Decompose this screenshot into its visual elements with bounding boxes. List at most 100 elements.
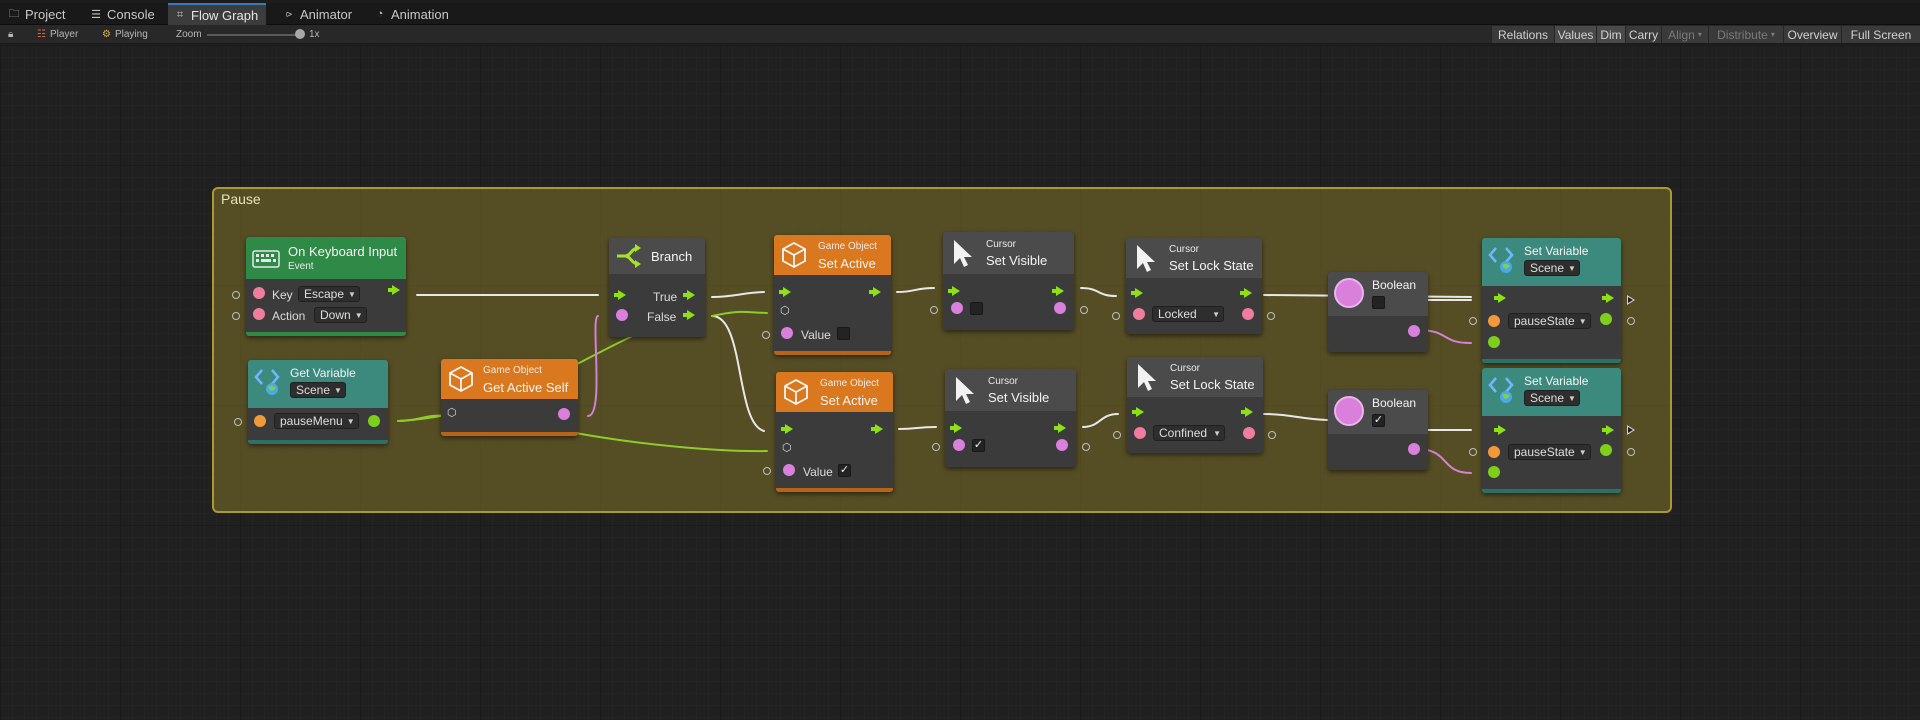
node-get-variable[interactable]: Get Variable Scene▼ pauseMenu▼	[248, 360, 388, 444]
default-value-port[interactable]	[1080, 306, 1088, 314]
visible-checkbox[interactable]: ✓	[972, 439, 985, 452]
visible-port[interactable]	[953, 439, 965, 451]
name-port[interactable]	[254, 415, 266, 427]
control-output-port[interactable]	[869, 287, 881, 297]
default-value-port[interactable]	[930, 306, 938, 314]
name-dropdown[interactable]: pauseState▼	[1508, 444, 1591, 460]
action-dropdown[interactable]: Down▼	[314, 307, 367, 323]
control-input-port[interactable]	[781, 424, 793, 434]
default-value-port[interactable]	[763, 467, 771, 475]
align-dropdown[interactable]: Align▾	[1661, 26, 1708, 43]
key-dropdown[interactable]: Escape▼	[298, 286, 360, 302]
default-value-port[interactable]	[232, 291, 240, 299]
node-cursor-set-visible-false[interactable]: Cursor Set Visible	[943, 232, 1074, 330]
full-screen-button[interactable]: Full Screen	[1841, 26, 1920, 43]
control-pass-through-port[interactable]	[1627, 295, 1635, 305]
node-set-variable-1[interactable]: Set Variable Scene▼ pauseState▼	[1482, 238, 1621, 363]
boolean-output-port[interactable]	[1408, 443, 1420, 455]
node-boolean-false[interactable]: Boolean	[1328, 272, 1428, 352]
carry-button[interactable]: Carry	[1625, 26, 1661, 43]
true-output-port[interactable]	[683, 290, 695, 300]
default-value-port[interactable]	[1112, 312, 1120, 320]
bool-output-port[interactable]	[558, 408, 570, 420]
condition-port[interactable]	[616, 309, 628, 321]
control-input-port[interactable]	[614, 290, 626, 300]
default-value-port[interactable]	[762, 331, 770, 339]
default-value-port[interactable]	[234, 418, 242, 426]
graph-canvas[interactable]	[0, 45, 1920, 720]
control-input-port[interactable]	[1131, 288, 1143, 298]
value-input-port[interactable]	[1488, 336, 1500, 348]
visible-output-port[interactable]	[1054, 302, 1066, 314]
default-value-port[interactable]	[1627, 317, 1635, 325]
control-output-port[interactable]	[871, 424, 883, 434]
default-value-port[interactable]	[1627, 448, 1635, 456]
default-value-port[interactable]	[1469, 448, 1477, 456]
lock-state-output-port[interactable]	[1242, 308, 1254, 320]
default-value-port[interactable]	[1469, 317, 1477, 325]
scope-dropdown[interactable]: Scene▼	[1524, 390, 1580, 406]
node-cursor-set-lock-state-confined[interactable]: Cursor Set Lock State Confined▼	[1127, 357, 1263, 453]
action-port[interactable]	[253, 308, 265, 320]
node-set-variable-2[interactable]: Set Variable Scene▼ pauseState▼	[1482, 368, 1621, 493]
node-cursor-set-lock-state-locked[interactable]: Cursor Set Lock State Locked▼	[1126, 238, 1262, 334]
overview-button[interactable]: Overview	[1783, 26, 1841, 43]
value-port[interactable]	[781, 327, 793, 339]
boolean-checkbox[interactable]: ✓	[1372, 414, 1385, 427]
node-cursor-set-visible-true[interactable]: Cursor Set Visible ✓	[945, 369, 1076, 467]
name-port[interactable]	[1488, 446, 1500, 458]
value-input-port[interactable]	[1488, 466, 1500, 478]
zoom-slider-thumb[interactable]	[295, 29, 305, 39]
node-set-active-true[interactable]: Game Object Set Active ⬡ Value ✓	[776, 372, 893, 492]
lock-state-dropdown[interactable]: Confined▼	[1153, 425, 1225, 441]
visible-port[interactable]	[951, 302, 963, 314]
control-output-port[interactable]	[388, 285, 400, 295]
tab-console[interactable]: ☰ Console	[84, 3, 163, 25]
value-checkbox[interactable]	[837, 327, 850, 340]
control-output-port[interactable]	[1054, 423, 1066, 433]
default-value-port[interactable]	[232, 312, 240, 320]
control-pass-through-port[interactable]	[1627, 425, 1635, 435]
visible-checkbox[interactable]	[970, 302, 983, 315]
node-set-active-false[interactable]: Game Object Set Active ⬡ Value	[774, 235, 891, 355]
visible-output-port[interactable]	[1056, 439, 1068, 451]
target-cube-icon[interactable]: ⬡	[447, 407, 457, 419]
lock-state-port[interactable]	[1134, 427, 1146, 439]
tab-animation[interactable]: ◔ Animation	[368, 3, 457, 25]
distribute-dropdown[interactable]: Distribute▾	[1708, 26, 1783, 43]
tab-animator[interactable]: ⪧ Animator	[277, 3, 360, 25]
scope-dropdown[interactable]: Scene▼	[1524, 260, 1580, 276]
tab-flow-graph[interactable]: ⌗ Flow Graph	[168, 3, 267, 25]
default-value-port[interactable]	[1082, 443, 1090, 451]
default-value-port[interactable]	[1268, 431, 1276, 439]
control-input-port[interactable]	[1494, 293, 1506, 303]
target-selector[interactable]: ☷ Player	[37, 25, 78, 44]
node-on-keyboard-input[interactable]: On Keyboard Input Event Key Escape▼ Acti…	[246, 237, 406, 336]
group-pause[interactable]	[212, 187, 1672, 513]
tab-project[interactable]: 🗀 Project	[2, 3, 73, 25]
name-port[interactable]	[1488, 315, 1500, 327]
control-output-port[interactable]	[1052, 286, 1064, 296]
control-output-port[interactable]	[1602, 425, 1614, 435]
zoom-slider-track[interactable]	[207, 34, 299, 36]
control-input-port[interactable]	[948, 286, 960, 296]
values-button[interactable]: Values	[1554, 26, 1596, 43]
control-output-port[interactable]	[1602, 293, 1614, 303]
scope-dropdown[interactable]: Scene▼	[290, 382, 346, 398]
default-value-port[interactable]	[1113, 431, 1121, 439]
value-output-port[interactable]	[1600, 313, 1612, 325]
lock-state-dropdown[interactable]: Locked▼	[1152, 306, 1224, 322]
lock-icon[interactable]: 🔒︎	[8, 29, 14, 40]
value-checkbox[interactable]: ✓	[838, 464, 851, 477]
default-value-port[interactable]	[1267, 312, 1275, 320]
control-input-port[interactable]	[950, 423, 962, 433]
boolean-output-port[interactable]	[1408, 325, 1420, 337]
name-dropdown[interactable]: pauseState▼	[1508, 313, 1591, 329]
control-input-port[interactable]	[779, 287, 791, 297]
target-cube-icon[interactable]: ⬡	[780, 305, 790, 317]
false-output-port[interactable]	[683, 310, 695, 320]
dim-button[interactable]: Dim	[1596, 26, 1625, 43]
node-get-active-self[interactable]: Game Object Get Active Self ⬡	[441, 359, 578, 436]
name-dropdown[interactable]: pauseMenu▼	[274, 413, 359, 429]
control-output-port[interactable]	[1241, 407, 1253, 417]
